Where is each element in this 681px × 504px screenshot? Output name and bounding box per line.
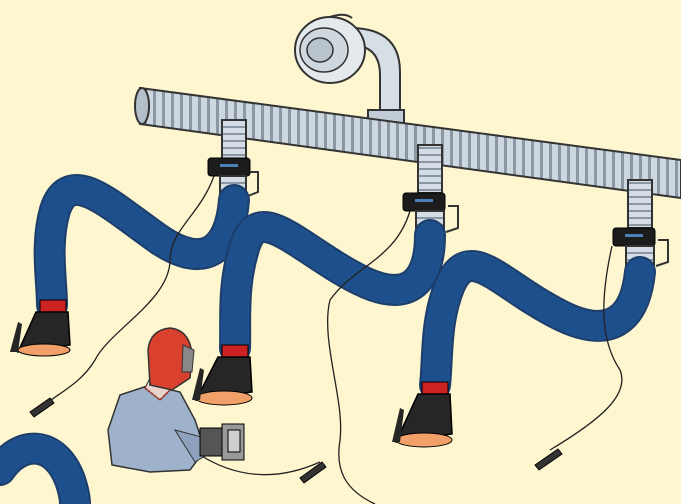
fume-extraction-illustration xyxy=(0,0,681,504)
